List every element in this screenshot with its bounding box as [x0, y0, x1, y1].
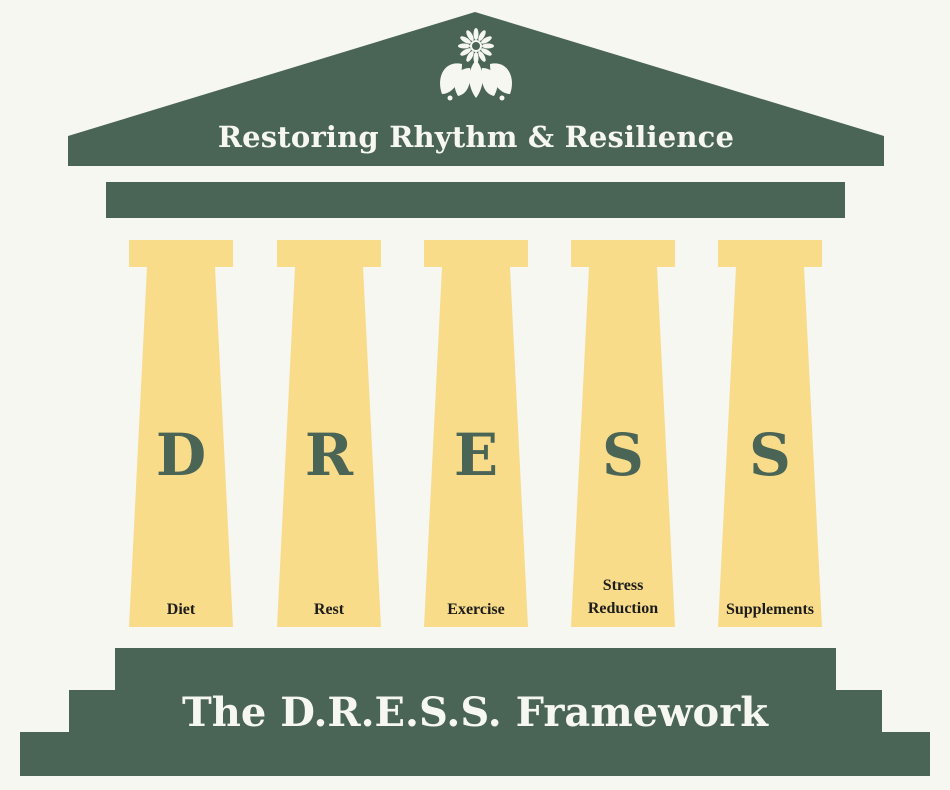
pillar-label-diet: Diet	[166, 601, 196, 618]
pillar-label-exercise: Exercise	[447, 601, 505, 618]
pillar-label-supplements: Supplements	[725, 601, 815, 618]
roof-title: Restoring Rhythm & Resilience	[217, 120, 735, 154]
pillar-d	[129, 240, 233, 627]
base-step-bottom	[20, 732, 930, 776]
base-step-top	[115, 648, 836, 692]
pillar-label-stress-reduction: Stress Reduction	[587, 577, 659, 618]
pillar-letter-s1: S	[602, 421, 644, 489]
pillar-r	[277, 240, 381, 627]
pillar-letter-s2: S	[749, 421, 791, 489]
lotus-flower-icon	[440, 28, 512, 101]
pillar-letter-d: D	[155, 421, 207, 489]
pillar-letter-e: E	[453, 421, 499, 489]
base-step-middle	[69, 690, 882, 734]
pillar-label-rest: Rest	[313, 601, 345, 618]
pillar-e	[424, 240, 528, 627]
temple-beam	[106, 182, 845, 218]
pillar-s2	[718, 240, 822, 627]
pillar-letter-r: R	[304, 421, 354, 489]
base-title: The D.R.E.S.S. Framework	[181, 688, 769, 736]
pillar-s1	[571, 240, 675, 627]
